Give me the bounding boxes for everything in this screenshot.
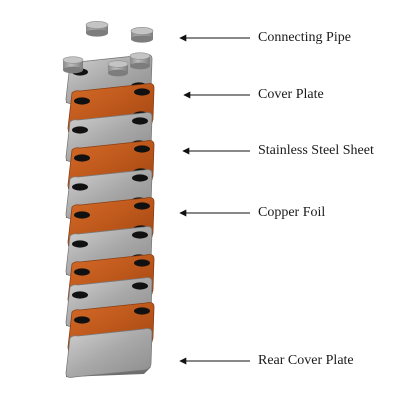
plate-hole [132, 282, 148, 290]
plate-hole [132, 231, 148, 239]
plate-hole [132, 117, 148, 125]
plate-hole [74, 268, 90, 276]
label-connecting-pipe: Connecting Pipe [258, 30, 351, 45]
plate-stack [65, 54, 155, 378]
plate-hole [134, 307, 150, 315]
pipe [130, 27, 154, 43]
pipe-bottom [130, 62, 150, 70]
pipe [62, 56, 84, 74]
pipe-body [130, 56, 150, 66]
pipe-bottom [86, 29, 108, 37]
label-arrows [179, 34, 250, 365]
pipe-body [108, 64, 128, 73]
pipe [85, 21, 109, 37]
plate-hole [134, 202, 150, 210]
rear-cover-plate [65, 328, 153, 378]
plate-hole [134, 88, 150, 96]
plate-hole [72, 240, 88, 248]
plate-hole [132, 174, 148, 182]
label-rear-cover-plate: Rear Cover Plate [258, 353, 354, 368]
plate-hole [72, 291, 88, 299]
pipe-top [129, 52, 151, 60]
pipe-top [85, 21, 109, 29]
pipe-bottom [131, 35, 153, 43]
label-copper-foil: Copper Foil [258, 205, 326, 220]
plate-hole [74, 97, 90, 105]
pipe [107, 60, 129, 77]
plate-face [65, 328, 153, 378]
plate-hole [72, 183, 88, 191]
pipe-top [107, 60, 129, 68]
pipe-bottom [108, 69, 128, 77]
pipe-top [130, 27, 154, 35]
pipe-top [62, 56, 84, 64]
pipe-body [63, 60, 83, 70]
pipe-bottom [63, 66, 83, 74]
plate-hole [134, 145, 150, 153]
label-stainless-steel-sheet: Stainless Steel Sheet [258, 143, 374, 158]
plate-hole [74, 154, 90, 162]
pipe-body [131, 31, 153, 39]
pipe-body [86, 25, 108, 33]
connecting-pipes [62, 21, 154, 77]
plate-hole [72, 126, 88, 134]
pipe [129, 52, 151, 70]
plate-hole [134, 259, 150, 267]
label-cover-plate: Cover Plate [258, 87, 324, 102]
plate-hole [74, 211, 90, 219]
plate-hole [74, 316, 90, 324]
